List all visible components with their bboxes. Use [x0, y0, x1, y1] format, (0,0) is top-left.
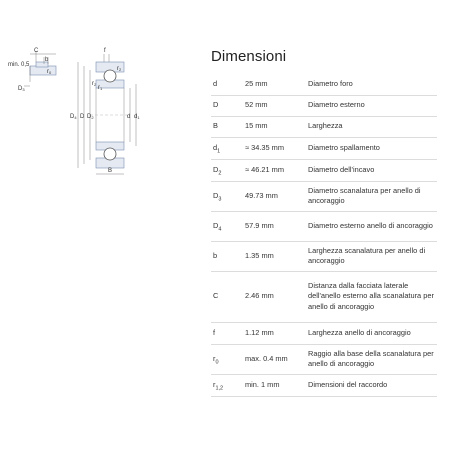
dimension-description: Larghezza	[308, 121, 343, 131]
dimension-description: Diametro foro	[308, 79, 353, 88]
dimension-value: 1.12 mm	[245, 327, 274, 337]
dimension-description: Larghezza anello di ancoraggio	[308, 327, 411, 337]
dimension-description: Diametro spallamento	[308, 142, 380, 152]
dimension-description: Dimensioni del raccordo	[308, 379, 388, 389]
table-row: D4 57.9 mm Diametro esterno anello di anco…	[211, 211, 437, 241]
page-title: Dimensioni	[211, 48, 287, 65]
table-row: C 2.46 mm Distanza dalla facciata laterale…	[211, 271, 437, 322]
dimension-symbol: r1,2	[213, 379, 224, 392]
dimension-symbol: b	[213, 250, 218, 260]
dimension-symbol: B	[213, 121, 218, 131]
table-row: D 52 mm Diametro esterno	[211, 95, 437, 116]
dimension-value: 1.35 mm	[245, 250, 274, 260]
dimension-value: 57.9 mm	[245, 220, 274, 230]
label-c: C	[34, 48, 39, 54]
label-d3: D3	[18, 86, 25, 92]
label-r0: r0	[47, 69, 52, 75]
label-d: d	[127, 114, 130, 120]
dimension-value: ≈ 34.35 mm	[245, 142, 284, 152]
label-f: f	[104, 48, 106, 54]
label-B: B	[108, 168, 112, 174]
dimension-symbol: D4	[213, 220, 222, 233]
dimension-value: 49.73 mm	[245, 190, 278, 200]
dimension-value: 2.46 mm	[245, 291, 274, 301]
table-row: f 1.12 mm Larghezza anello di ancoraggio	[211, 322, 437, 344]
label-d4: D4	[70, 114, 77, 120]
dimension-symbol: D2	[213, 164, 222, 177]
dimension-symbol: f	[213, 327, 216, 337]
dimension-description: Diametro scanalatura per anello di ancor…	[308, 185, 421, 206]
dimension-description: Diametro dell'incavo	[308, 164, 375, 174]
label-b: b	[45, 57, 49, 63]
dimension-value: max. 0.4 mm	[245, 353, 288, 363]
label-D: D	[80, 114, 85, 120]
table-row: D3 49.73 mm Diametro scanalatura per anell…	[211, 181, 437, 211]
dimension-value: min. 1 mm	[245, 379, 280, 389]
dimension-description: Larghezza scanalatura per anello di anco…	[308, 245, 426, 266]
dimension-symbol: d1	[213, 142, 221, 155]
table-row: r0 max. 0.4 mm Raggio alla base della scan…	[211, 344, 437, 374]
dimension-description: Raggio alla base della scanalatura per a…	[308, 348, 434, 369]
table-row: d1 ≈ 34.35 mm Diametro spallamento	[211, 137, 437, 159]
bearing-section	[77, 54, 137, 175]
dimension-symbol: r0	[213, 353, 219, 366]
min-label: min. 0,5	[8, 62, 30, 68]
dimension-description: Diametro esterno	[308, 100, 365, 110]
table-row: B 15 mm Larghezza	[211, 116, 437, 137]
dimension-symbol: D	[213, 100, 219, 110]
label-d2: D2	[87, 114, 94, 120]
dimension-value: 25 mm	[245, 79, 268, 88]
table-row: D2 ≈ 46.21 mm Diametro dell'incavo	[211, 159, 437, 181]
label-d1: d1	[134, 114, 140, 120]
bearing-drawing: min. 0,5 C b r0 D3 f r2 r1 r2 D4 D D2 d …	[8, 48, 140, 175]
dimension-value: 52 mm	[245, 100, 268, 110]
label-r-left: r2	[92, 81, 97, 87]
label-r2: r2	[117, 66, 122, 72]
dimension-symbol: d	[213, 79, 218, 88]
dimension-value: ≈ 46.21 mm	[245, 164, 284, 174]
table-row: b 1.35 mm Larghezza scanalatura per anello…	[211, 241, 437, 271]
dimension-value: 15 mm	[245, 121, 268, 131]
groove-detail	[24, 51, 57, 87]
dimension-symbol: D3	[213, 190, 222, 203]
table-row: d 25 mm Diametro foro	[211, 74, 437, 95]
label-r1: r1	[98, 85, 103, 91]
dimension-symbol: C	[213, 291, 219, 301]
dimension-description: Distanza dalla facciata laterale dell'an…	[308, 280, 434, 311]
table-row: r1,2 min. 1 mm Dimensioni del raccordo	[211, 374, 437, 396]
dimension-description: Diametro esterno anello di ancoraggio	[308, 220, 433, 230]
